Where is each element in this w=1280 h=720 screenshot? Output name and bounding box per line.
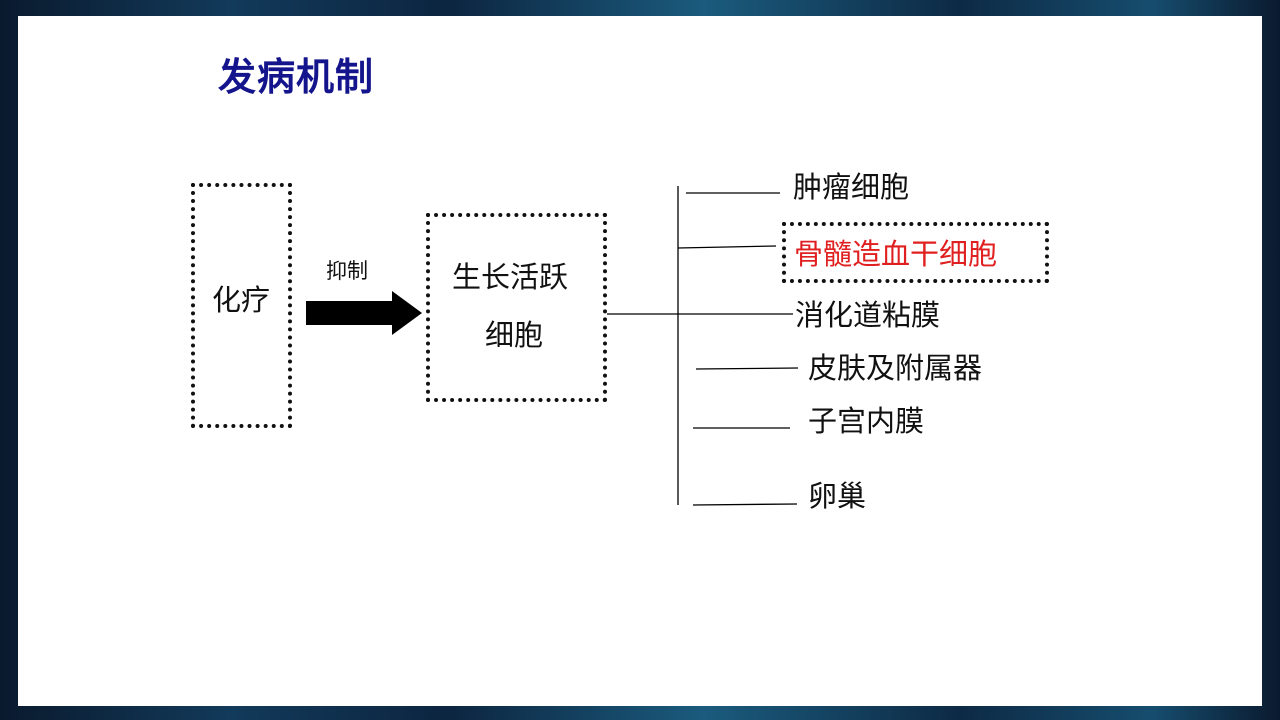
- slide-background: [18, 16, 1262, 706]
- active-cells-label-line1: 生长活跃: [452, 260, 569, 294]
- affected-item-tumor-cells: 肿瘤细胞: [793, 170, 910, 204]
- active-cells-box: [426, 213, 607, 402]
- affected-item-ovary: 卵巢: [808, 479, 867, 513]
- affected-item-gi-mucosa: 消化道粘膜: [795, 298, 941, 332]
- chemotherapy-label: 化疗: [212, 283, 271, 317]
- active-cells-label-line2: 细胞: [485, 318, 544, 352]
- affected-item-endometrium: 子宫内膜: [808, 404, 925, 438]
- affected-item-skin-appendages: 皮肤及附属器: [808, 351, 983, 385]
- chemotherapy-box: [191, 183, 292, 428]
- slide-title: 发病机制: [218, 55, 375, 99]
- affected-item-hematopoietic-stem-cells: 骨髓造血干细胞: [794, 237, 998, 271]
- hematopoietic-highlight-box: [782, 222, 1049, 283]
- inhibit-label: 抑制: [326, 259, 368, 283]
